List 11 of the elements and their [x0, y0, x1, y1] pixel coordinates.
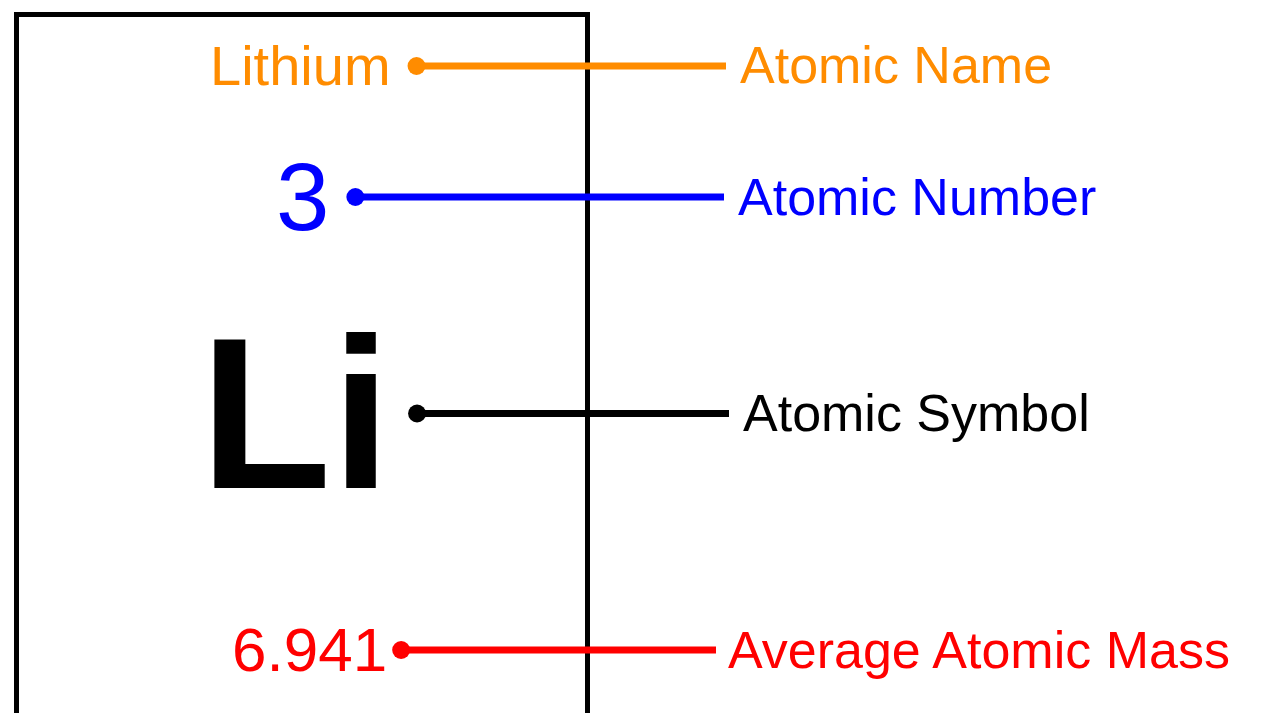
leader-line — [407, 57, 726, 75]
leader-line — [392, 641, 716, 659]
callout-label: Atomic Number — [724, 171, 1097, 223]
element-name: Lithium — [210, 38, 417, 94]
leader-line — [346, 188, 724, 206]
element-symbol: Li — [200, 306, 418, 521]
leader-line — [408, 404, 729, 423]
element-tile — [14, 12, 590, 713]
atomic-mass: 6.941 — [232, 619, 402, 681]
callout-label: Atomic Name — [726, 39, 1053, 91]
atomic-number: 3 — [276, 149, 356, 245]
